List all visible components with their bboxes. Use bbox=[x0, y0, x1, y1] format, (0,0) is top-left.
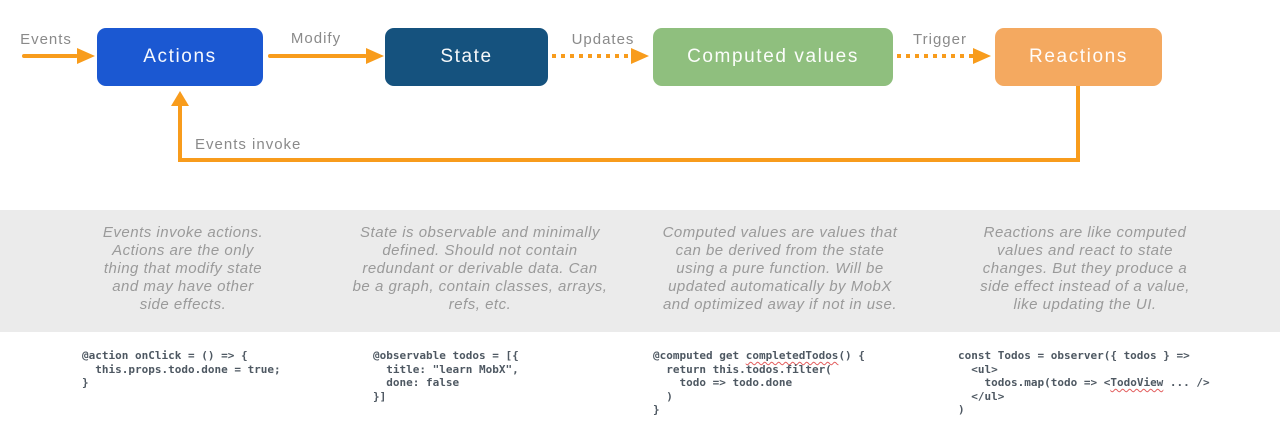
node-actions: Actions bbox=[97, 28, 263, 86]
code-text: ... /> </ul> ) bbox=[958, 376, 1210, 416]
code-snippet-action: @action onClick = () => { this.props.tod… bbox=[82, 349, 281, 390]
description-actions: Events invoke actions. Actions are the o… bbox=[102, 224, 264, 313]
feedback-line-vertical-left bbox=[178, 104, 182, 162]
description-state: State is observable and minimally define… bbox=[352, 224, 608, 313]
edge-label-trigger: Trigger bbox=[913, 31, 967, 48]
misspelled-word: TodoView bbox=[1110, 376, 1164, 389]
edge-label-updates: Updates bbox=[571, 31, 635, 48]
code-snippet-observable: @observable todos = [{ title: "learn Mob… bbox=[373, 349, 519, 403]
node-reactions: Reactions bbox=[995, 28, 1162, 86]
node-state: State bbox=[385, 28, 548, 86]
modify-arrow-line bbox=[268, 54, 367, 58]
edge-label-modify: Modify bbox=[290, 30, 342, 47]
events-arrow-line bbox=[22, 54, 78, 58]
code-text: @action onClick = () => { this.props.tod… bbox=[82, 349, 281, 389]
feedback-line-horizontal bbox=[178, 158, 1080, 162]
node-computed-values-label: Computed values bbox=[687, 46, 859, 67]
arrowhead-right-icon bbox=[366, 48, 384, 64]
description-reactions: Reactions are like computed values and r… bbox=[980, 224, 1190, 313]
node-computed-values: Computed values bbox=[653, 28, 893, 86]
arrowhead-up-icon bbox=[171, 91, 189, 106]
edge-label-events: Events bbox=[20, 31, 72, 48]
node-state-label: State bbox=[440, 46, 493, 67]
code-snippet-computed: @computed get completedTodos() { return … bbox=[653, 349, 865, 417]
misspelled-word: completedTodos bbox=[745, 349, 839, 362]
edge-label-events-invoke: Events invoke bbox=[195, 136, 302, 153]
mobx-flow-diagram: Events Modify Updates Trigger Events inv… bbox=[0, 0, 1280, 210]
updates-dotted-arrow-line bbox=[552, 54, 632, 58]
trigger-dotted-arrow-line bbox=[897, 54, 975, 58]
arrowhead-right-icon bbox=[77, 48, 95, 64]
node-actions-label: Actions bbox=[143, 46, 217, 67]
arrowhead-right-icon bbox=[631, 48, 649, 64]
description-computed-values: Computed values are values that can be d… bbox=[662, 224, 898, 313]
description-band bbox=[0, 210, 1280, 332]
code-text: () { return this.todos.filter( todo => t… bbox=[653, 349, 865, 416]
code-text: const Todos = observer({ todos } => <ul>… bbox=[958, 349, 1190, 389]
code-text: @computed get bbox=[653, 349, 746, 362]
node-reactions-label: Reactions bbox=[1029, 46, 1128, 67]
code-text: @observable todos = [{ title: "learn Mob… bbox=[373, 349, 519, 403]
arrowhead-right-icon bbox=[973, 48, 991, 64]
feedback-line-vertical-right bbox=[1076, 86, 1080, 162]
code-snippet-observer: const Todos = observer({ todos } => <ul>… bbox=[958, 349, 1210, 417]
